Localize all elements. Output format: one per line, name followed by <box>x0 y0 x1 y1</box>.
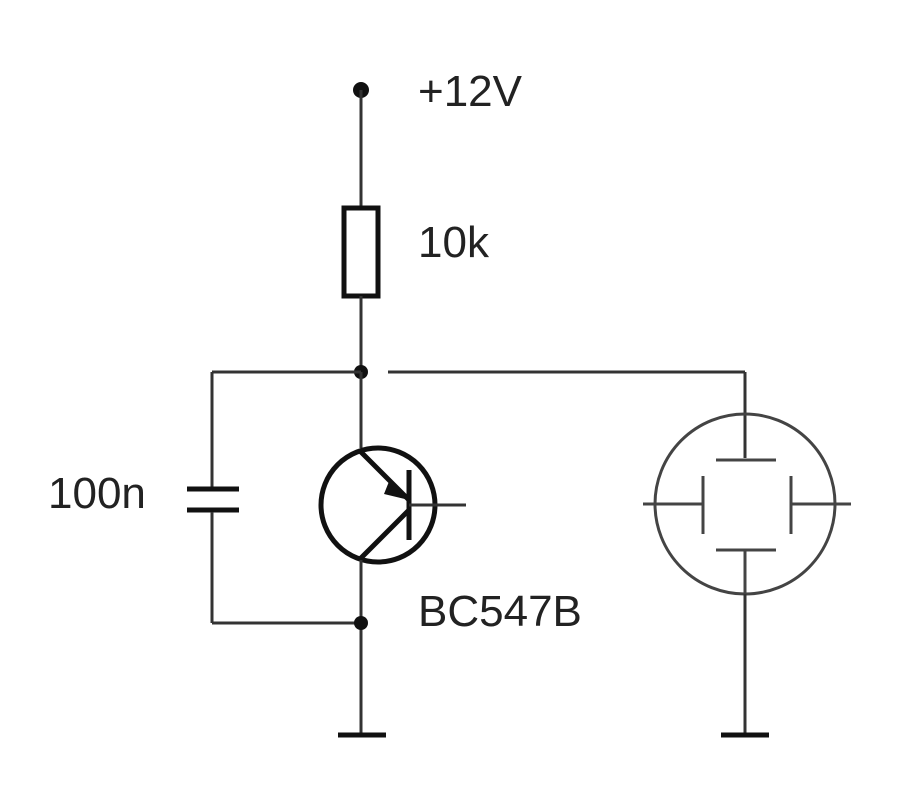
transistor-emitter-lead <box>359 508 411 560</box>
supply-label: +12V <box>418 67 522 116</box>
resistor-label: 10k <box>418 218 489 267</box>
resistor-symbol <box>341 205 381 299</box>
transistor-arrow <box>384 479 409 500</box>
transistor-label: BC547B <box>418 587 582 636</box>
capacitor-label: 100n <box>48 469 146 518</box>
bottom-junction <box>354 616 368 630</box>
